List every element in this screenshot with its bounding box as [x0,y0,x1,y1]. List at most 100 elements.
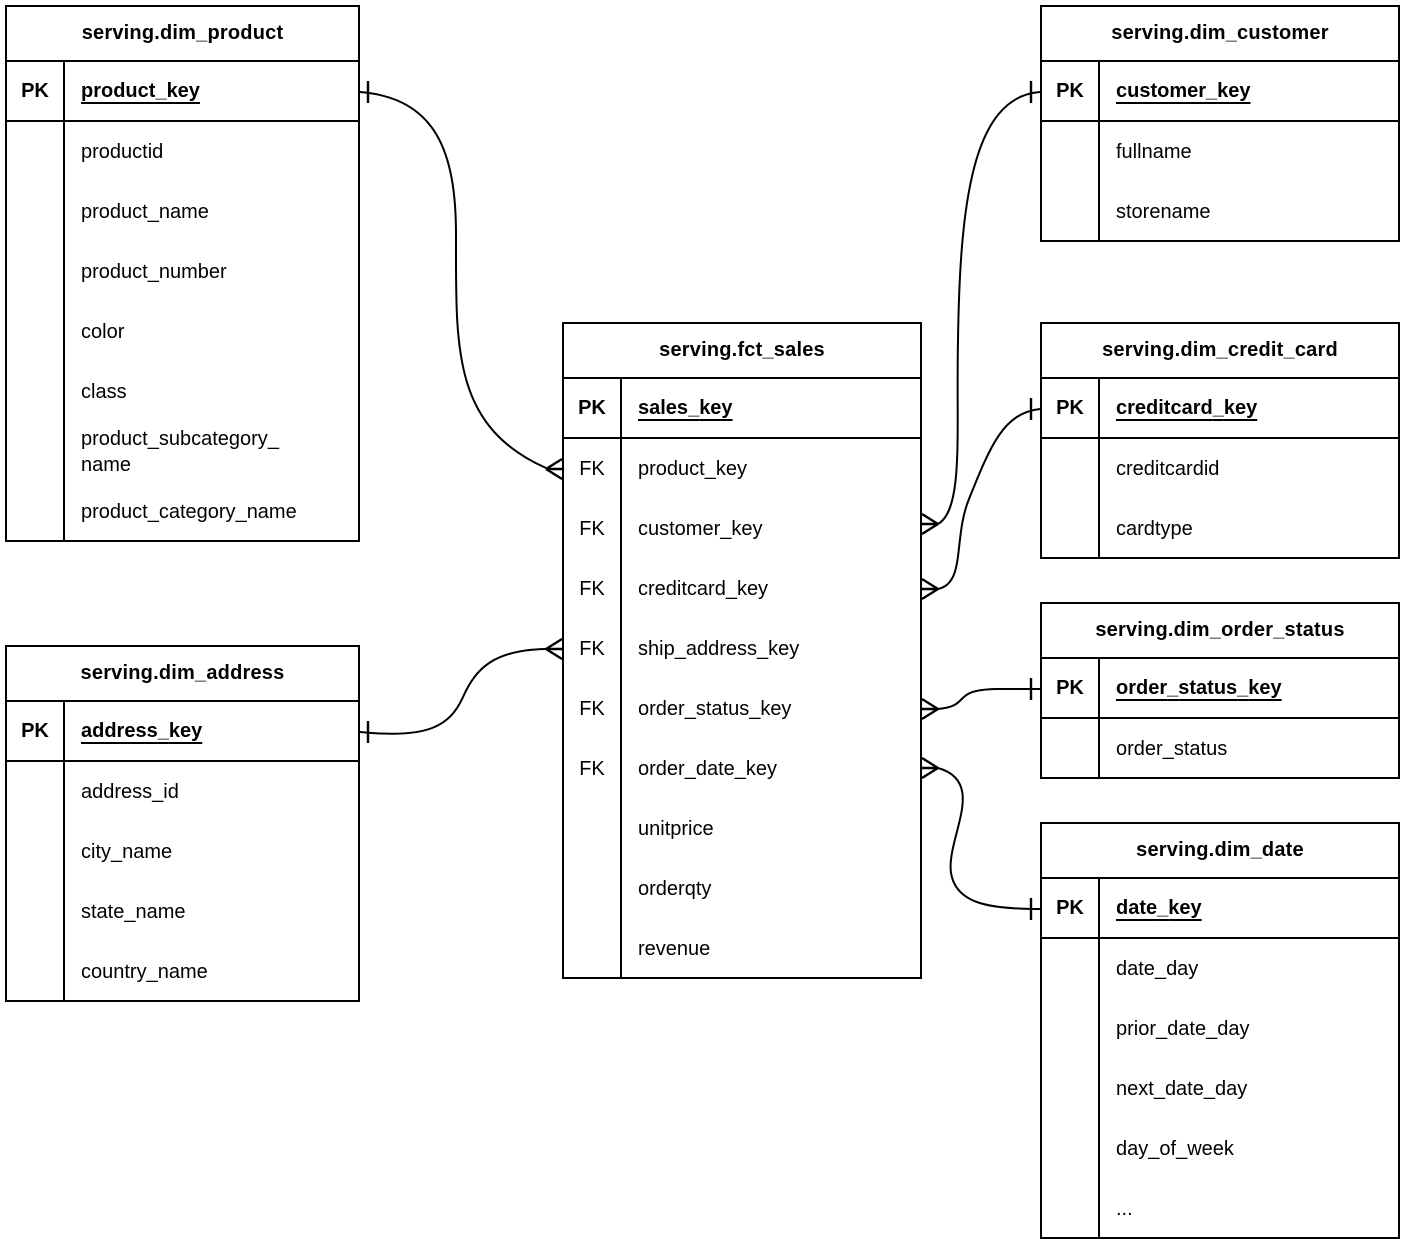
field-name: country_name [81,961,208,983]
empty-tag [7,122,65,182]
pk-tag: PK [1042,62,1100,120]
field-name: city_name [81,841,173,863]
primary-key-row: PK sales_key [564,379,920,439]
pk-tag: PK [7,702,65,760]
empty-tag [7,942,65,1002]
field-name: ship_address_key [638,638,800,660]
fk-tag: FK [564,499,622,559]
field-name: order_status [1116,738,1228,760]
empty-tag [7,242,65,302]
empty-tag [7,422,65,482]
pk-tag: PK [1042,379,1100,437]
fk-tag: FK [564,559,622,619]
field-name: creditcard_key [638,578,769,600]
field-row: address_id [7,762,358,822]
field-row: revenue [564,919,920,979]
field-row: product_category_name [7,482,358,542]
pk-tag: PK [564,379,622,437]
table-title: serving.dim_order_status [1042,604,1398,659]
field-row: unitprice [564,799,920,859]
field-row: class [7,362,358,422]
field-name: state_name [81,901,186,923]
primary-key-row: PK date_key [1042,879,1398,939]
field-row: FK order_date_key [564,739,920,799]
field-row: FK order_status_key [564,679,920,739]
field-name: class [81,381,127,403]
field-name: next_date_day [1116,1078,1248,1100]
table-title: serving.fct_sales [564,324,920,379]
crow-foot-many-marker [545,457,563,481]
primary-key-row: PK customer_key [1042,62,1398,122]
field-row: order_status [1042,719,1398,779]
fk-tag: FK [564,619,622,679]
field-row: color [7,302,358,362]
field-row: cardtype [1042,499,1398,559]
empty-tag [564,919,622,979]
field-name: orderqty [638,878,712,900]
relationship-fct-sales-dim-address [359,637,563,743]
field-row: FK ship_address_key [564,619,920,679]
empty-tag [7,302,65,362]
field-row: state_name [7,882,358,942]
field-row: city_name [7,822,358,882]
empty-tag [1042,499,1100,559]
field-row: ... [1042,1179,1398,1239]
field-row: product_number [7,242,358,302]
relationship-fct-sales-dim-credit-card [921,398,1041,601]
field-name: creditcardid [1116,458,1220,480]
table-title: serving.dim_product [7,7,358,62]
pk-tag: PK [1042,879,1100,937]
empty-tag [7,822,65,882]
field-name: ... [1116,1198,1133,1220]
field-name: product_key [638,458,747,480]
relationship-line [937,767,1041,910]
fk-tag: FK [564,679,622,739]
empty-tag [564,799,622,859]
field-row: productid [7,122,358,182]
fk-tag: FK [564,439,622,499]
field-name: customer_key [638,518,763,540]
empty-tag [7,182,65,242]
field-name: order_date_key [638,758,778,780]
field-name: customer_key [1116,80,1251,102]
field-name: order_status_key [1116,677,1282,699]
field-name: date_key [1116,897,1202,919]
empty-tag [564,859,622,919]
field-name: address_key [81,720,203,742]
empty-tag [1042,939,1100,999]
empty-tag [7,362,65,422]
relationship-line [937,408,1041,590]
crow-foot-many-marker [545,637,563,661]
table-title: serving.dim_address [7,647,358,702]
empty-tag [7,482,65,542]
field-name: prior_date_day [1116,1018,1250,1040]
field-name: fullname [1116,141,1192,163]
field-name: unitprice [638,818,714,840]
table-title: serving.dim_date [1042,824,1398,879]
empty-tag [1042,122,1100,182]
field-name: order_status_key [638,698,792,720]
field-name: revenue [638,938,711,960]
crow-foot-many-marker [921,577,939,601]
empty-tag [1042,999,1100,1059]
field-row: orderqty [564,859,920,919]
field-name: productid [81,141,164,163]
field-name: product_category_name [81,501,297,523]
fk-tag: FK [564,739,622,799]
relationship-fct-sales-dim-customer [921,81,1041,536]
empty-tag [1042,1119,1100,1179]
relationship-fct-sales-dim-product [359,81,563,481]
field-row: product_name [7,182,358,242]
field-name: sales_key [638,397,733,419]
field-row: day_of_week [1042,1119,1398,1179]
empty-tag [7,762,65,822]
field-name: product_name [81,201,209,223]
crow-foot-many-marker [921,756,939,780]
